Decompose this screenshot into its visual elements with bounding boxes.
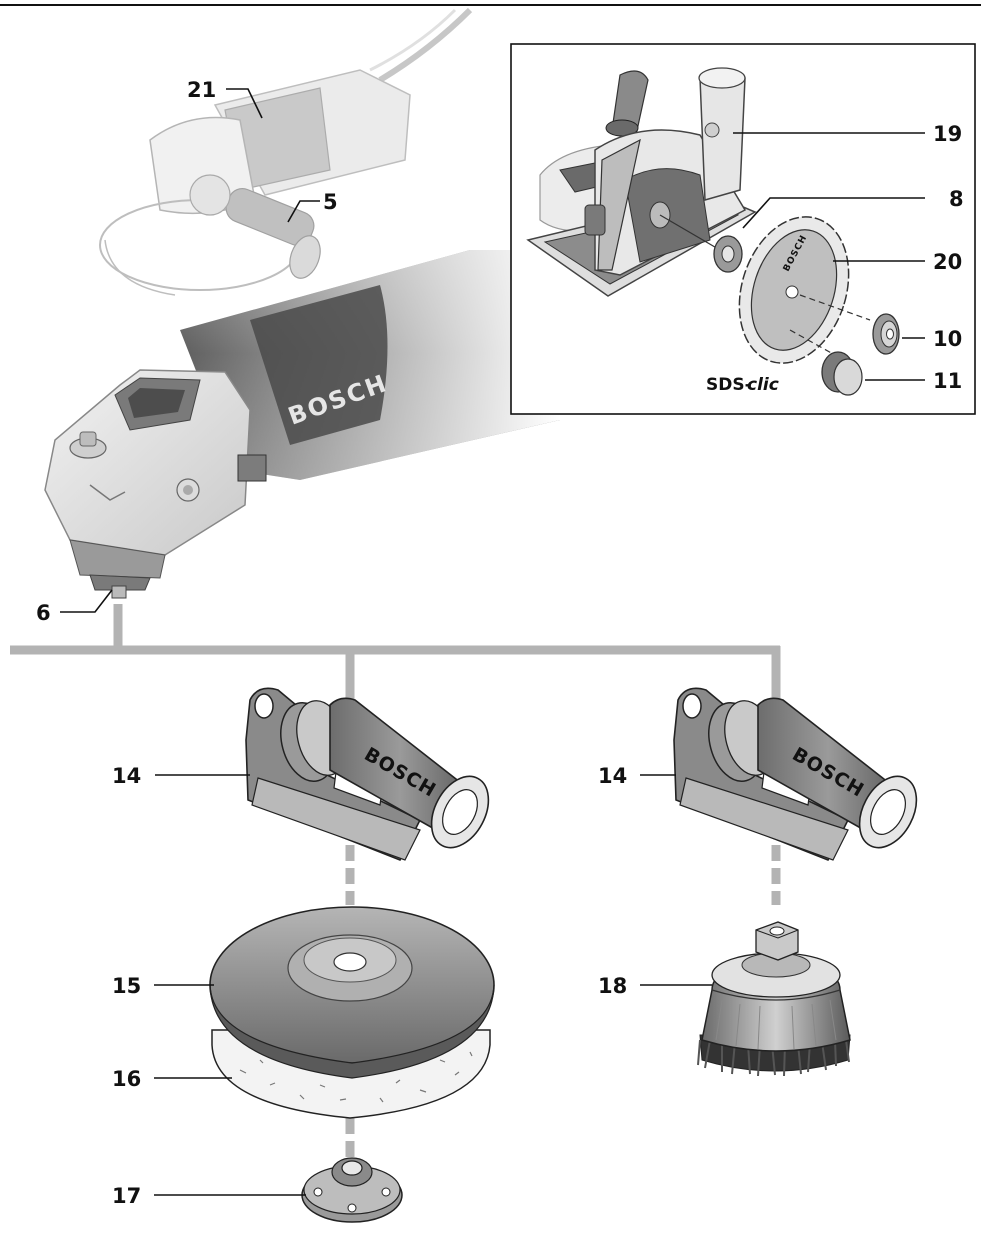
- sds-prefix: SDS-: [706, 375, 752, 395]
- part-label-17: 17: [112, 1184, 141, 1208]
- part-label-19: 19: [933, 122, 962, 146]
- part-label-14-left: 14: [112, 764, 141, 788]
- cup-brush: [697, 921, 851, 1077]
- diamond-blade: BOSCH: [738, 216, 850, 364]
- part-label-6: 6: [36, 601, 51, 625]
- part-label-10: 10: [933, 327, 962, 351]
- auxiliary-handle-left: BOSCH: [245, 687, 490, 862]
- auxiliary-handle-right: BOSCH: [673, 687, 918, 862]
- part-label-14-right: 14: [598, 764, 627, 788]
- part-label-20: 20: [933, 250, 962, 274]
- polishing-pad: [209, 906, 495, 1119]
- part-label-21: 21: [187, 78, 216, 102]
- sds-suffix: clic: [747, 375, 779, 395]
- cutting-guard-inset: BOSCH SDS- clic: [526, 67, 900, 396]
- connector-lines: [10, 604, 781, 1158]
- part-label-5: 5: [323, 190, 338, 214]
- main-grinder: BOSCH: [44, 250, 560, 599]
- part-label-11: 11: [933, 369, 962, 393]
- part-label-8: 8: [949, 187, 964, 211]
- part-label-15: 15: [112, 974, 141, 998]
- leader-lines: [60, 88, 925, 1196]
- clamp-nut: [301, 1157, 403, 1223]
- part-label-18: 18: [598, 974, 627, 998]
- overview-grinder: [99, 7, 473, 296]
- part-label-16: 16: [112, 1067, 141, 1091]
